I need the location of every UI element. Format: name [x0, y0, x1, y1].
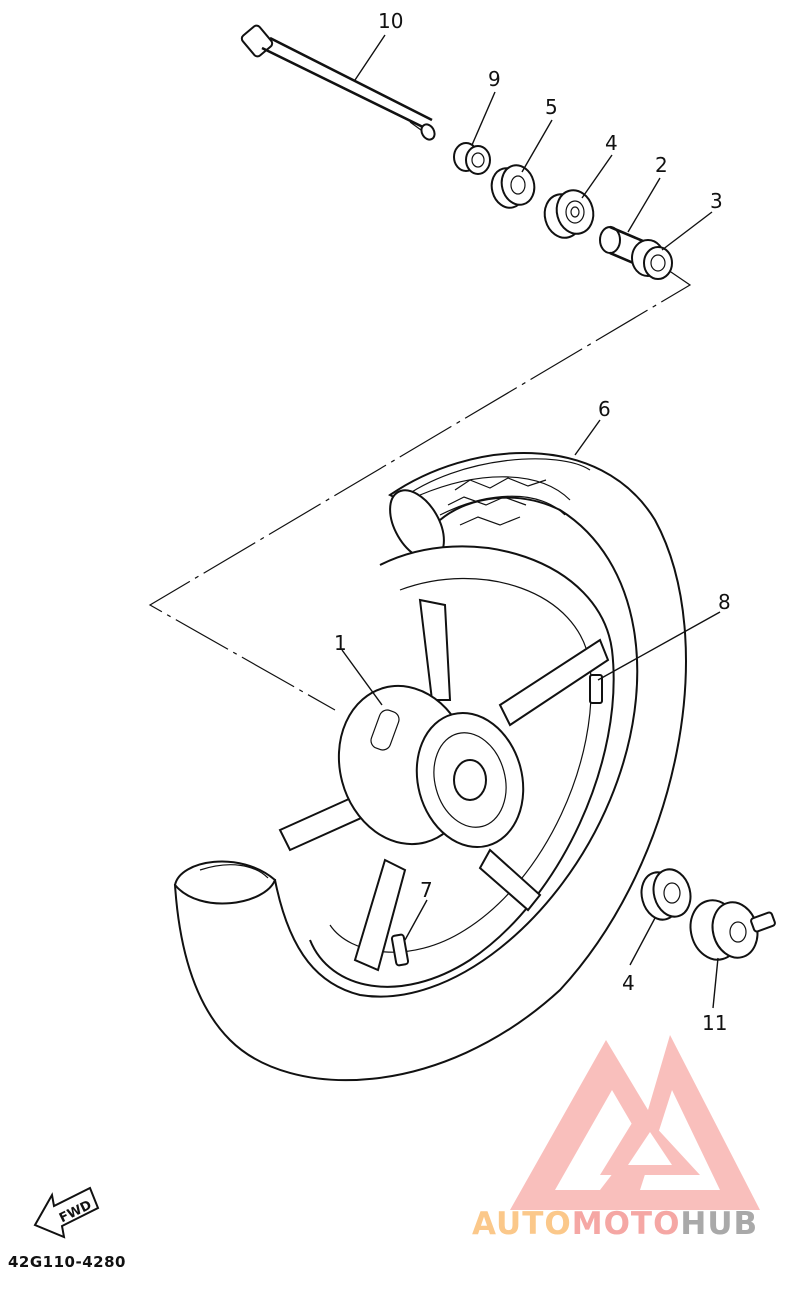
watermark-part-hub: HUB: [680, 1206, 759, 1242]
callout-6: 6: [598, 397, 611, 421]
collar-part-9: [453, 142, 491, 175]
callout-4-lower: 4: [622, 971, 635, 995]
watermark-text: AUTOMOTOHUB: [472, 1206, 758, 1242]
callout-labels: 10 9 5 4 2 3 6 8 1 7 4 11: [334, 9, 731, 1035]
oil-seal-part-5: [490, 164, 536, 209]
callout-9: 9: [488, 67, 501, 91]
diagram-code: 42G110-4280: [8, 1253, 126, 1271]
callout-10: 10: [378, 9, 403, 33]
wheel-rim-part-1: [278, 545, 615, 988]
callout-1: 1: [334, 631, 347, 655]
watermark-part-auto: AUTO: [472, 1206, 572, 1242]
callout-7: 7: [420, 878, 433, 902]
assembly-guide-lines: [148, 269, 692, 711]
callout-4-upper: 4: [605, 131, 618, 155]
forward-direction-arrow-icon: FWD: [33, 1186, 100, 1239]
callout-8: 8: [718, 590, 731, 614]
watermark-part-moto: MOTO: [571, 1206, 681, 1242]
tire-part-6: [173, 451, 687, 1081]
bearing-part-4-lower: [640, 868, 692, 921]
watermark-logo-icon: [510, 1035, 760, 1210]
axle-part-10: [240, 24, 436, 141]
collar-part-3: [631, 239, 673, 280]
callout-3: 3: [710, 189, 723, 213]
callout-11: 11: [702, 1011, 727, 1035]
speedometer-gear-unit-part-11: [689, 899, 776, 961]
leader-lines: [341, 34, 721, 1009]
callout-5: 5: [545, 95, 558, 119]
callout-2: 2: [655, 153, 668, 177]
bearing-part-4-upper: [543, 189, 595, 239]
